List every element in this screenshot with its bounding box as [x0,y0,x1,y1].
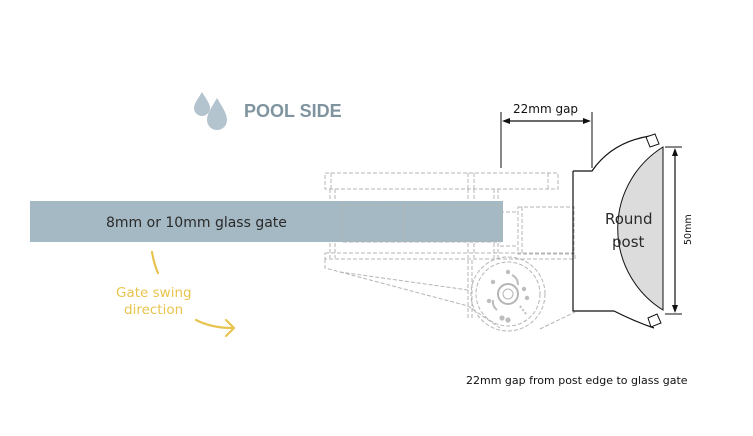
round-post [572,133,664,329]
glass-gate-panel [30,201,503,242]
post-label-line1: Round [605,210,652,228]
swing-label-line1: Gate swing [116,285,192,301]
hinge-wheel [470,256,546,332]
post-dimension [665,146,682,315]
gap-label: 22mm gap [513,102,578,116]
gap-dimension [500,112,593,168]
pool-side-title: POOL SIDE [244,101,342,121]
water-drops-icon [194,92,227,130]
glass-gate-label: 8mm or 10mm glass gate [106,215,287,231]
swing-arrow-icon [150,250,236,338]
swing-label-line2: direction [124,302,183,318]
post-label-line2: post [612,233,645,251]
footnote: 22mm gap from post edge to glass gate [466,374,688,387]
hinge-outline [324,172,576,330]
post-dimension-label: 50mm [683,214,694,245]
